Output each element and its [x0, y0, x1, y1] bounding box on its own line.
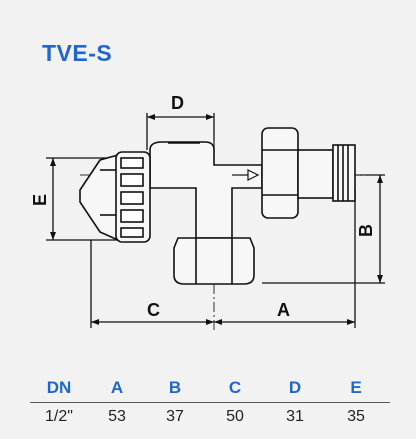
col-header-a: A	[110, 378, 124, 397]
col-header-dn: DN	[46, 378, 72, 397]
col-header-b: B	[168, 378, 182, 397]
dim-label-c: C	[147, 300, 160, 320]
cell-e: 35	[347, 408, 365, 425]
cell-b: 37	[166, 408, 184, 425]
bottom-nut	[173, 237, 255, 285]
flow-arrow	[232, 169, 260, 181]
dimension-arrowheads	[50, 114, 383, 325]
union-nut	[261, 127, 356, 219]
valve-body	[149, 141, 263, 239]
product-title: TVE-S	[42, 40, 113, 66]
col-header-e: E	[350, 378, 362, 397]
col-header-d: D	[288, 378, 302, 397]
cell-a: 53	[108, 408, 126, 425]
cell-dn: 1/2"	[45, 408, 73, 425]
table-divider	[30, 402, 390, 403]
cell-c: 50	[226, 408, 244, 425]
thermostatic-head	[79, 151, 151, 243]
col-header-c: C	[228, 378, 242, 397]
dim-label-e: E	[30, 194, 50, 206]
cell-d: 31	[286, 408, 304, 425]
dim-label-d: D	[171, 93, 184, 113]
dim-label-a: A	[277, 300, 290, 320]
dim-label-b: B	[356, 224, 376, 237]
